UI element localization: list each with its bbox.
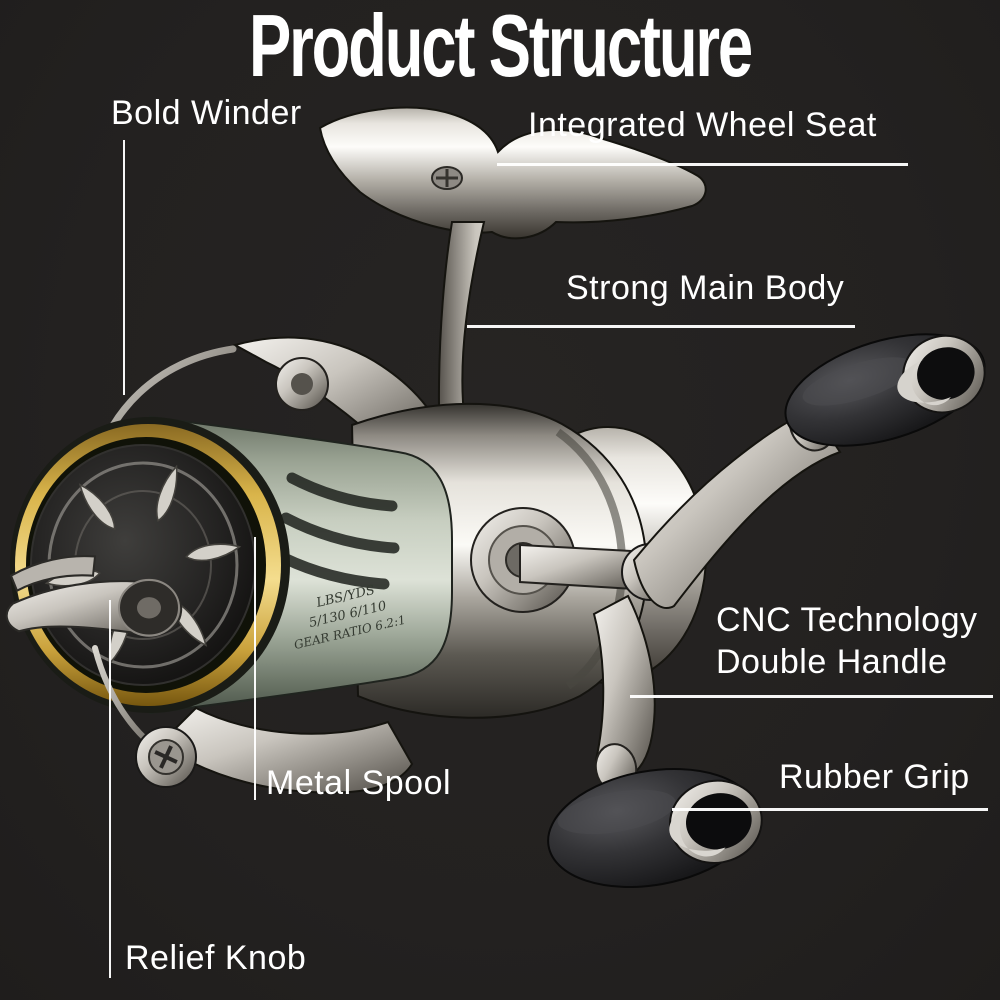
label-cnc-technology: CNC Technology [716,601,978,639]
label-strong-main-body: Strong Main Body [566,269,845,307]
label-cnc-double-handle: CNC Technology Double Handle [716,599,978,683]
leader-line-cnc-double-handle [630,695,993,698]
label-metal-spool: Metal Spool [266,764,452,802]
leader-line-strong-main-body [467,325,855,328]
leader-line-integrated-wheel-seat [497,163,908,166]
label-double-handle: Double Handle [716,643,948,681]
wheel-seat-foot [318,106,707,240]
leader-line-bold-winder [123,140,125,395]
leader-line-rubber-grip [672,808,988,811]
lower-handle-arm [592,594,656,780]
leader-line-relief-knob [109,600,111,978]
label-integrated-wheel-seat: Integrated Wheel Seat [528,106,877,144]
spool-vents [278,472,400,590]
upper-handle-arm [632,408,842,609]
label-rubber-grip: Rubber Grip [779,758,970,796]
label-bold-winder: Bold Winder [111,94,302,132]
page-title: Product Structure [249,0,753,95]
label-relief-knob: Relief Knob [125,939,307,977]
lower-rotor-arm [158,706,414,794]
leader-line-metal-spool [254,537,256,800]
